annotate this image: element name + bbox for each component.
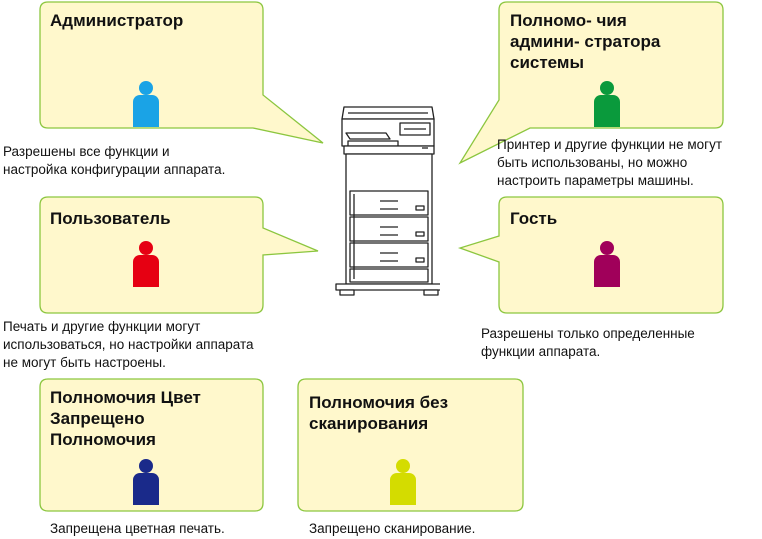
person-icon-guest <box>594 241 620 287</box>
role-title-guest: Гость <box>510 209 558 228</box>
role-title-no-scan: Полномочия без сканирования <box>309 393 449 433</box>
role-description-color-prohibited: Запрещена цветная печать. <box>50 521 225 536</box>
printer-icon <box>335 106 440 296</box>
role-description-no-scan: Запрещено сканирование. <box>309 521 476 536</box>
person-icon-user <box>133 241 159 287</box>
person-icon-administrator <box>133 81 159 127</box>
role-description-guest: Разрешены только определенные функции ап… <box>481 326 695 359</box>
bubble-administrator <box>39 1 324 144</box>
person-icon-system-admin <box>594 81 620 127</box>
role-title-administrator: Администратор <box>50 11 184 30</box>
role-title-system-admin: Полномо- чия админи- стратора системы <box>510 11 661 72</box>
bubble-no-scan <box>297 378 524 512</box>
role-title-color-prohibited: Полномочия Цвет Запрещено Полномочия <box>50 388 201 449</box>
role-description-administrator: Разрешены все функции и настройка конфиг… <box>3 144 226 177</box>
bubble-color-prohibited <box>39 378 264 512</box>
role-title-user: Пользователь <box>50 209 171 228</box>
role-description-system-admin: Принтер и другие функции не могут быть и… <box>497 137 722 188</box>
bubble-user <box>39 196 319 314</box>
person-icon-color-prohibited <box>133 459 159 505</box>
bubble-system-admin <box>458 1 724 165</box>
bubble-guest <box>457 196 724 314</box>
role-description-user: Печать и другие функции могут использова… <box>3 319 254 370</box>
person-icon-no-scan <box>390 459 416 505</box>
